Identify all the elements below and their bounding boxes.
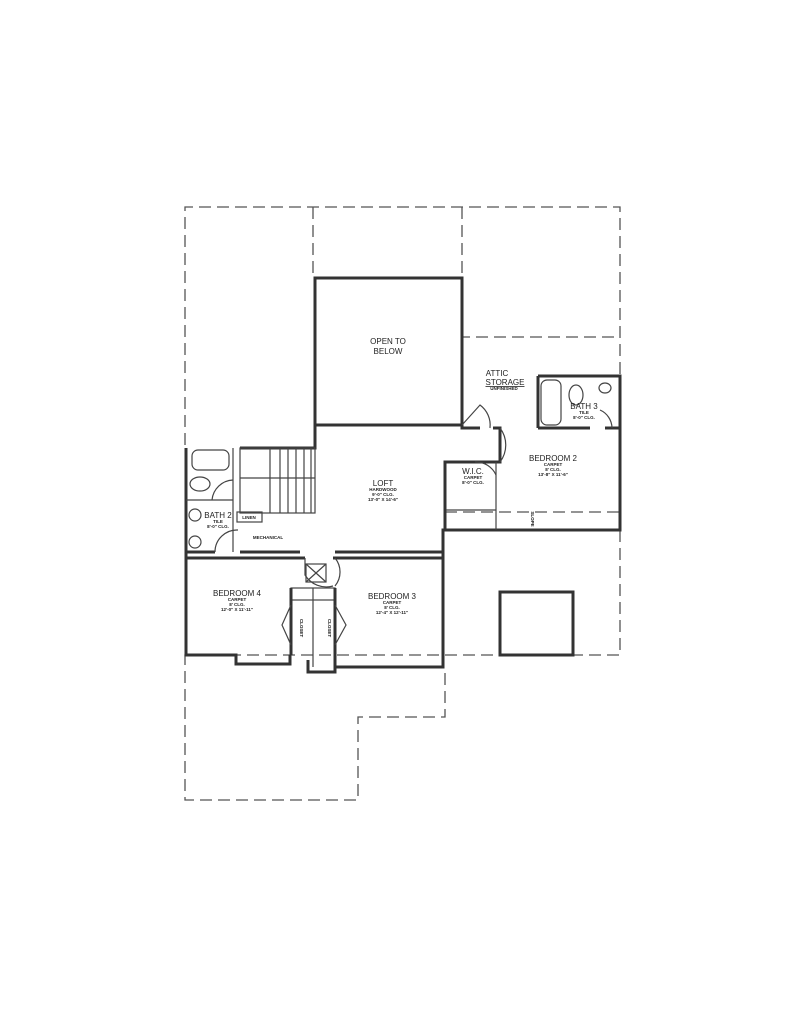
- attic-label: ATTIC: [486, 369, 509, 378]
- bedroom3-floor: CARPET: [383, 600, 402, 605]
- bedroom2-size: 13'-8" X 11'-6": [538, 472, 568, 477]
- staircase[interactable]: [239, 447, 316, 514]
- toilet-icon: [568, 384, 584, 406]
- sink-icon: [188, 535, 202, 549]
- wic-floor: CARPET: [464, 475, 483, 480]
- loft-label: LOFT: [373, 479, 394, 488]
- toilet-icon: [189, 476, 211, 492]
- bath3-floor: TILE: [579, 410, 589, 415]
- bath3-label: BATH 3: [570, 402, 598, 411]
- bath2-floor: TILE: [213, 519, 223, 524]
- walls: [184, 276, 622, 674]
- bathtub-icon: [540, 379, 562, 426]
- room-labels: OPEN TO BELOW ATTIC STORAGE UNFINISHED B…: [204, 337, 598, 637]
- slope-label: SLOPE: [530, 511, 535, 526]
- closet-right-label: CLOSET: [327, 619, 332, 638]
- bedroom3-size: 12'-4" X 12'-11": [376, 610, 408, 615]
- lower-level-outline: [184, 206, 621, 801]
- bath3-ceiling: 8'-0" CLG.: [573, 415, 595, 420]
- attic-access-icon: [305, 563, 327, 583]
- open-to-below-label-2: BELOW: [374, 347, 403, 356]
- sink-icon: [598, 382, 612, 394]
- sink-icon: [188, 508, 202, 522]
- bedroom2-floor: CARPET: [544, 462, 563, 467]
- open-to-below-label: OPEN TO: [370, 337, 406, 346]
- bedroom4-floor: CARPET: [228, 597, 247, 602]
- loft-ceiling: 9'-0" CLG.: [372, 492, 394, 497]
- bedroom2-label: BEDROOM 2: [529, 454, 578, 463]
- bedroom3-label: BEDROOM 3: [368, 592, 417, 601]
- mechanical-label: MECHANICAL: [253, 535, 283, 540]
- bedroom3-ceiling: 8' CLG.: [384, 605, 400, 610]
- bathtub-icon: [191, 449, 230, 471]
- loft-size: 13'-0" X 14'-6": [368, 497, 398, 502]
- wic-ceiling: 8'-0" CLG.: [462, 480, 484, 485]
- bath2-label: BATH 2: [204, 511, 232, 520]
- linen-label: LINEN: [242, 515, 256, 520]
- bedroom4-size: 12'-0" X 11'-11": [221, 607, 253, 612]
- closet-left-label: CLOSET: [299, 619, 304, 638]
- attic-label-2: STORAGE: [486, 378, 525, 387]
- bath2-ceiling: 8'-0" CLG.: [207, 524, 229, 529]
- bedroom4-ceiling: 8' CLG.: [229, 602, 245, 607]
- wic-label: W.I.C.: [462, 467, 484, 476]
- linen-shelf: [236, 511, 263, 523]
- bedroom2-ceiling: 8' CLG.: [545, 467, 561, 472]
- fixtures: [188, 379, 612, 583]
- bedroom4-label: BEDROOM 4: [213, 589, 262, 598]
- attic-note: UNFINISHED: [490, 386, 518, 391]
- loft-floor: HARDWOOD: [369, 487, 397, 492]
- doors[interactable]: [211, 404, 613, 646]
